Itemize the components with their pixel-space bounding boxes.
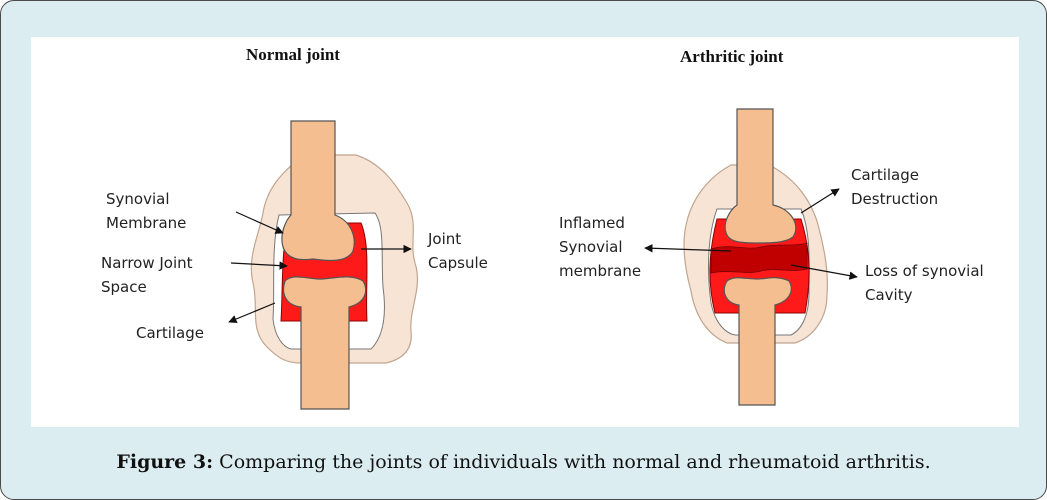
- label-joint-capsule: Joint Capsule: [428, 227, 488, 275]
- normal-joint-title: Normal joint: [246, 45, 340, 65]
- figure-caption: Figure 3: Comparing the joints of indivi…: [1, 451, 1046, 473]
- label-inflamed-synovial-membrane: Inflamed Synovial membrane: [559, 211, 641, 283]
- label-narrow-joint-space: Narrow Joint Space: [101, 251, 193, 299]
- arthritic-joint-illustration: [684, 109, 827, 405]
- label-loss-of-synovial-cavity: Loss of synovial Cavity: [865, 259, 984, 307]
- label-synovial-membrane: Synovial Membrane: [106, 187, 186, 235]
- label-cartilage-destruction: Cartilage Destruction: [851, 163, 938, 211]
- arthritic-cartilage-damage: [711, 243, 807, 273]
- label-cartilage: Cartilage: [136, 321, 204, 345]
- arthritic-joint-title: Arthritic joint: [680, 47, 783, 67]
- figure-panel: Normal joint Arthritic joint Synovial Me…: [31, 37, 1019, 427]
- caption-prefix: Figure 3:: [116, 451, 213, 473]
- caption-text: Comparing the joints of individuals with…: [213, 451, 931, 473]
